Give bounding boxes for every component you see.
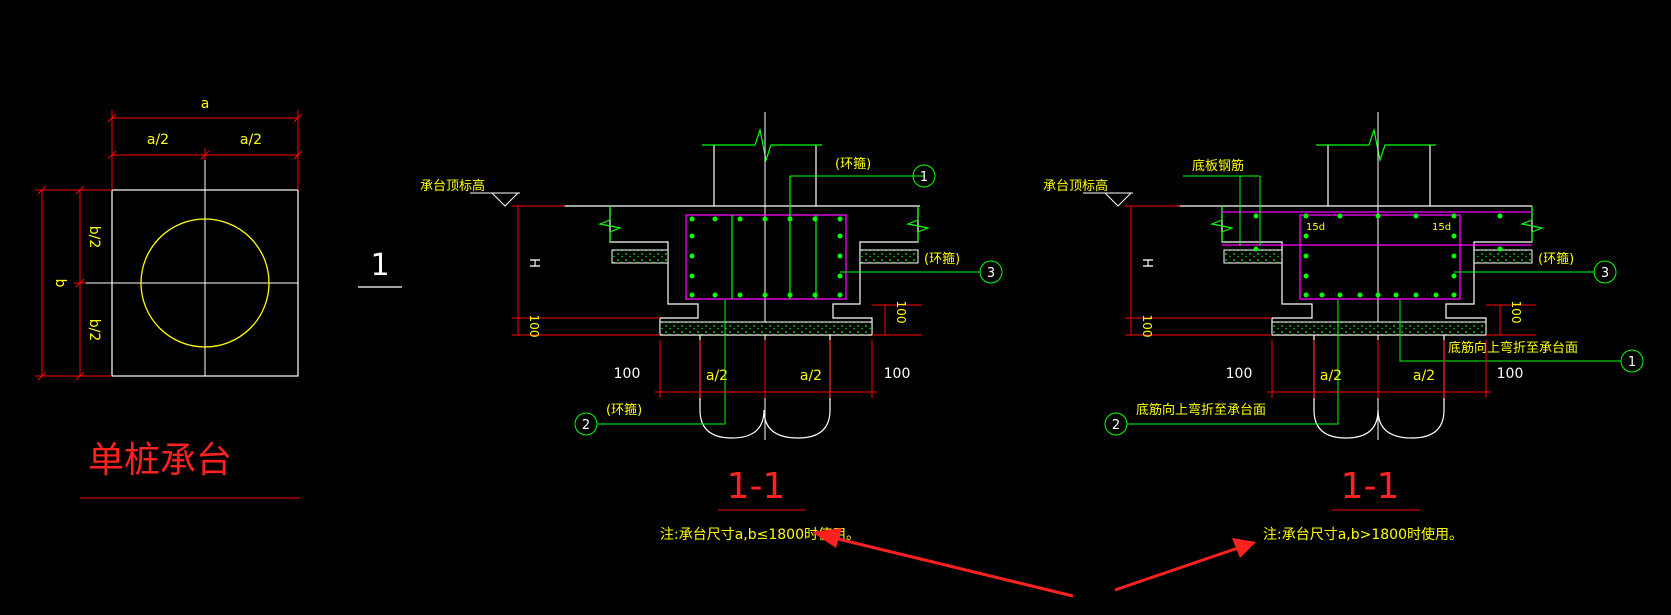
left-column [702,112,822,440]
right-section-title: 1-1 [1341,466,1400,507]
left-callout-2: 2 [582,418,590,433]
right-dim-100-bottom-left: 100 [1226,366,1253,382]
section-marker-label: 1 [370,248,389,283]
left-dim-100-bottom-right: 100 [884,366,911,382]
left-dim-h: H [526,258,541,268]
right-dim-a-half-2: a/2 [1413,368,1435,384]
plan-dim-a: a [201,96,210,112]
left-ring-hoop-2: (环箍) [606,402,642,418]
left-callout-1: 1 [920,170,928,185]
annotation-arrows [812,528,1256,598]
left-ring-hoop-1: (环箍) [835,156,871,172]
left-dim-a-half-2: a/2 [800,368,822,384]
plan-dim-a-half-1: a/2 [147,132,169,148]
left-dim-100-left: 100 [527,315,541,338]
plan-pile-circle [140,218,270,348]
right-bottom-plate-rebar: 底板钢筋 [1192,158,1244,174]
right-callout-1: 1 [1628,355,1636,370]
plan-dim-a-half-2: a/2 [240,132,262,148]
left-top-label: 承台顶标高 [420,178,485,194]
right-section: 承台顶标高 [1043,112,1644,543]
left-dim-a-half-1: a/2 [706,368,728,384]
right-15d-left: 15d [1306,222,1325,233]
right-callout-3: 3 [1601,266,1609,281]
right-top-label: 承台顶标高 [1043,178,1108,194]
right-note: 注:承台尺寸a,b>1800时使用。 [1263,526,1463,543]
right-bent-up-right: 底筋向上弯折至承台面 [1448,340,1578,356]
right-dim-100-right: 100 [1509,301,1523,324]
left-dim-100-right: 100 [894,301,908,324]
left-callout-3: 3 [987,266,995,281]
right-dim-a-half-1: a/2 [1320,368,1342,384]
right-callout-2: 2 [1112,418,1120,433]
right-dim-100-left: 100 [1140,315,1154,338]
right-dim-h: H [1139,258,1154,268]
plan-dim-b-half-1: b/2 [86,226,102,249]
plan-dim-top [107,110,303,190]
left-section-title: 1-1 [727,466,786,507]
left-note: 注:承台尺寸a,b≤1800时使用。 [660,526,860,543]
right-dim-100-bottom-right: 100 [1497,366,1524,382]
left-ring-hoop-3: (环箍) [924,251,960,267]
plan-dim-b: b [52,279,68,288]
right-15d-right: 15d [1432,222,1451,233]
plan-dim-b-half-2: b/2 [86,319,102,342]
left-section: 承台顶标高 [420,112,1003,543]
plan-view: a a/2 a/2 b b/2 b/2 单桩承台 [35,96,303,499]
section-marker: 1 [358,248,402,288]
left-dim-100-bottom-left: 100 [614,366,641,382]
right-bent-up-left: 底筋向上弯折至承台面 [1136,402,1266,418]
plan-dim-left [35,185,112,381]
plan-title: 单桩承台 [88,440,232,481]
right-ring-hoop-3: (环箍) [1538,251,1574,267]
